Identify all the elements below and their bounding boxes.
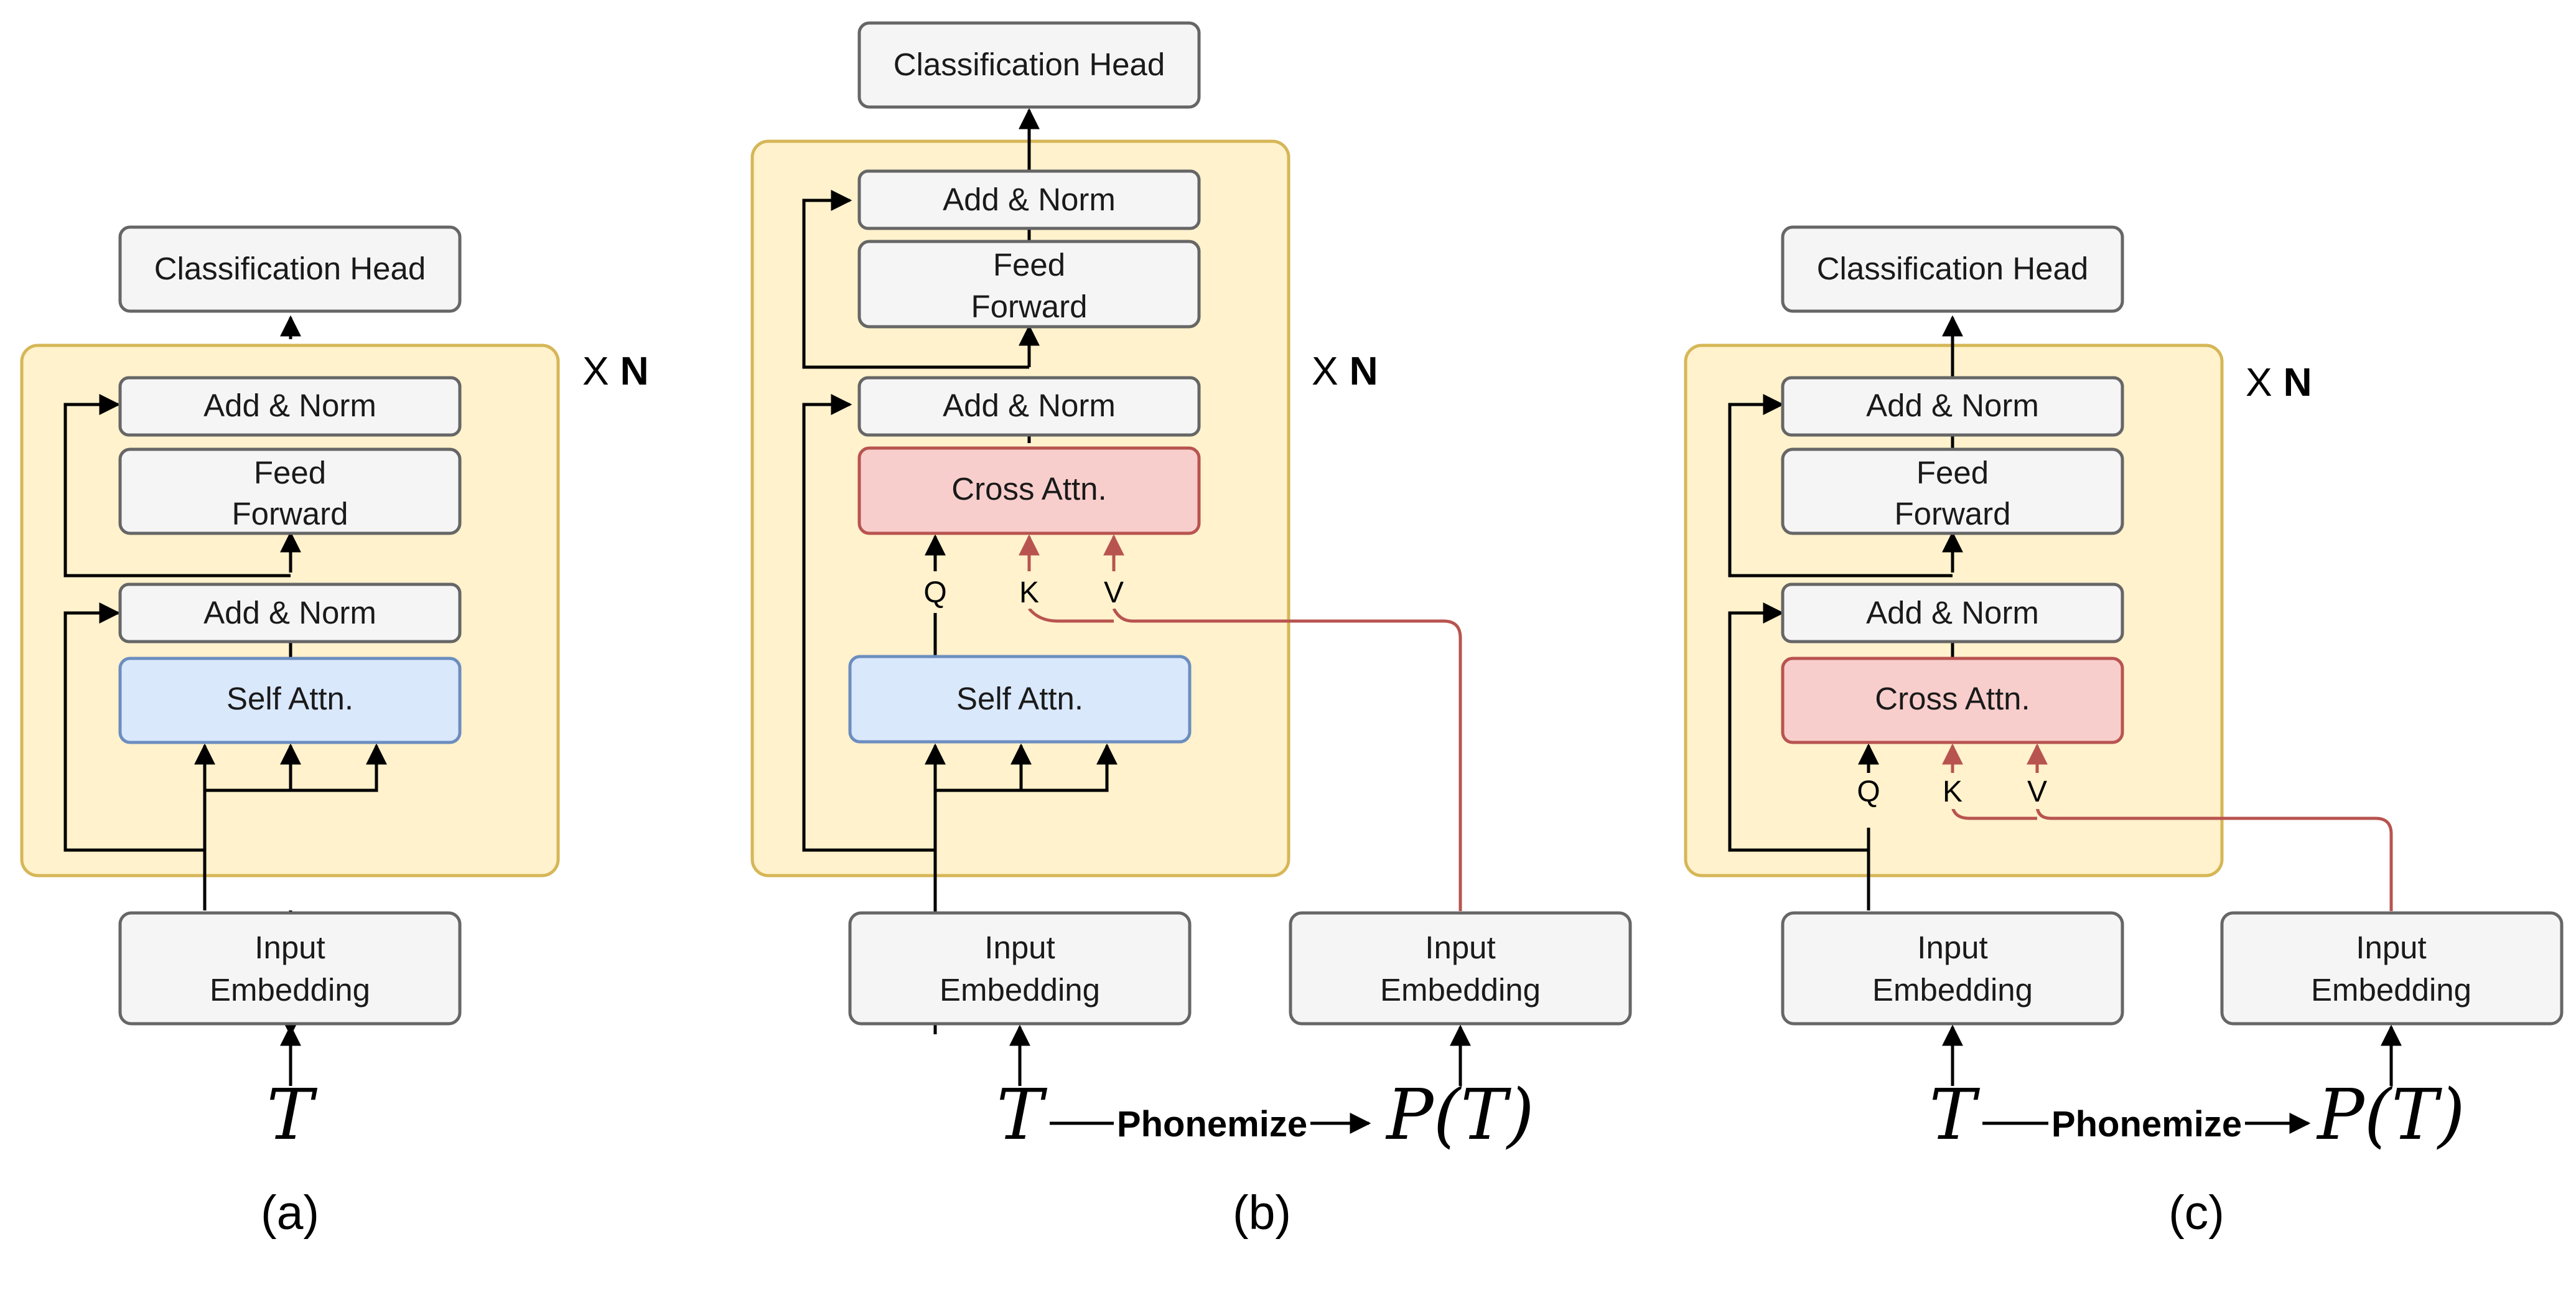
phoneme-symbol: P(T) bbox=[2316, 1075, 2465, 1156]
phoneme-embedding-label-2: Embedding bbox=[2311, 972, 2471, 1008]
repeat-label: X N bbox=[582, 348, 649, 393]
connectors bbox=[1728, 315, 1963, 910]
feed-forward: Feed Forward bbox=[857, 240, 1201, 329]
feed-forward-label-1: Feed bbox=[1916, 455, 1989, 490]
feed-forward-label-2: Forward bbox=[971, 289, 1087, 324]
input-embedding-label-1: Input bbox=[984, 930, 1055, 965]
phoneme-embedding-label-2: Embedding bbox=[1380, 972, 1541, 1008]
panel-c: Classification Head Add & Norm Feed Forw… bbox=[1684, 225, 2564, 1240]
input-embedding-label-2: Embedding bbox=[940, 972, 1100, 1008]
add-norm-mid: Add & Norm bbox=[1781, 582, 2124, 643]
value-label: V bbox=[2027, 775, 2047, 808]
classification-head-label: Classification Head bbox=[154, 251, 426, 286]
feed-forward-label-2: Forward bbox=[1894, 496, 2010, 531]
kv-connector bbox=[1019, 534, 1462, 911]
phoneme-embedding-label-1: Input bbox=[1425, 930, 1495, 965]
feed-forward: Feed Forward bbox=[118, 447, 462, 535]
input-embedding: Input Embedding bbox=[1781, 911, 2124, 1026]
feed-forward-label-2: Forward bbox=[231, 496, 348, 531]
query-label: Q bbox=[923, 576, 946, 609]
connectors bbox=[63, 315, 387, 1037]
panel-caption: (a) bbox=[261, 1186, 319, 1240]
cross-attention-label: Cross Attn. bbox=[1875, 681, 2030, 716]
input-symbol: T bbox=[1930, 1075, 1981, 1156]
panel-b: Classification Head Add & Norm Feed Forw… bbox=[750, 21, 1632, 1240]
kv-connector bbox=[1942, 743, 2393, 911]
input-embedding-label-2: Embedding bbox=[210, 972, 370, 1008]
feed-forward-label-1: Feed bbox=[254, 455, 326, 490]
self-attention-label: Self Attn. bbox=[226, 681, 353, 716]
add-norm-mid: Add & Norm bbox=[118, 582, 462, 643]
phoneme-embedding-label-1: Input bbox=[2356, 930, 2426, 965]
phonemize-label: Phonemize bbox=[2051, 1104, 2242, 1144]
add-norm-top: Add & Norm bbox=[118, 376, 462, 437]
classification-head: Classification Head bbox=[118, 225, 462, 313]
add-norm-label: Add & Norm bbox=[943, 182, 1116, 217]
panel-a: Classification Head Add & Norm Feed Forw… bbox=[20, 225, 649, 1240]
self-attention-label: Self Attn. bbox=[956, 681, 1083, 716]
phonemize-label: Phonemize bbox=[1117, 1104, 1307, 1144]
cross-attention: Cross Attn. bbox=[1781, 657, 2124, 744]
input-embedding-label-1: Input bbox=[254, 930, 325, 965]
input-symbol: T bbox=[997, 1075, 1048, 1156]
add-norm-label: Add & Norm bbox=[203, 595, 376, 630]
input-embedding: Input Embedding bbox=[848, 911, 1192, 1026]
classification-head-label: Classification Head bbox=[1817, 251, 2089, 286]
panel-caption: (c) bbox=[2168, 1186, 2224, 1240]
feed-forward-label-1: Feed bbox=[993, 247, 1065, 283]
query-label: Q bbox=[1857, 775, 1880, 808]
add-norm-label: Add & Norm bbox=[1866, 595, 2039, 630]
classification-head: Classification Head bbox=[1781, 225, 2124, 313]
add-norm-label: Add & Norm bbox=[203, 388, 376, 423]
add-norm-label: Add & Norm bbox=[1866, 388, 2039, 423]
add-norm-label: Add & Norm bbox=[943, 388, 1116, 423]
repeat-label: X N bbox=[2246, 360, 2312, 405]
self-attention: Self Attn. bbox=[118, 657, 462, 744]
input-embedding-label-2: Embedding bbox=[1872, 972, 2033, 1008]
key-label: K bbox=[1943, 775, 1962, 808]
panel-caption: (b) bbox=[1233, 1186, 1291, 1240]
cross-attention-label: Cross Attn. bbox=[951, 471, 1106, 507]
repeat-label: X N bbox=[1312, 348, 1378, 393]
input-symbol: T bbox=[267, 1075, 318, 1156]
phoneme-embedding: Input Embedding bbox=[2220, 911, 2564, 1026]
cross-attention: Cross Attn. bbox=[857, 446, 1201, 535]
key-label: K bbox=[1019, 576, 1039, 609]
connectors bbox=[802, 108, 1118, 1034]
input-embedding-label-1: Input bbox=[1917, 930, 1987, 965]
classification-head: Classification Head bbox=[857, 21, 1201, 109]
phoneme-symbol: P(T) bbox=[1385, 1075, 1534, 1156]
value-label: V bbox=[1104, 576, 1124, 609]
phoneme-embedding: Input Embedding bbox=[1289, 911, 1632, 1026]
self-attention: Self Attn. bbox=[848, 655, 1192, 744]
classification-head-label: Classification Head bbox=[894, 47, 1165, 82]
add-norm-top: Add & Norm bbox=[857, 169, 1201, 230]
add-norm-top: Add & Norm bbox=[1781, 376, 2124, 437]
feed-forward: Feed Forward bbox=[1781, 447, 2124, 535]
add-norm-mid: Add & Norm bbox=[857, 376, 1201, 437]
input-embedding: Input Embedding bbox=[118, 911, 462, 1026]
